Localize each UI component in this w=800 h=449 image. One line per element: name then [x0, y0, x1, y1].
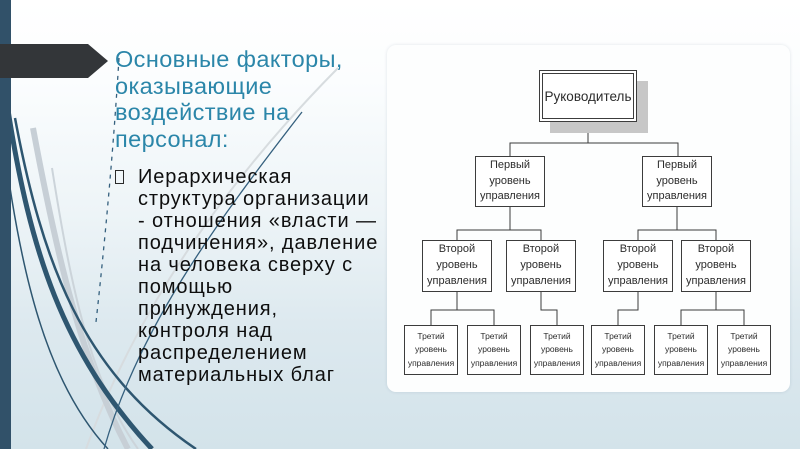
org-level1-box: Первый уровень управления: [642, 156, 712, 207]
org-chart-panel: Руководитель Первый уровень управления П…: [387, 45, 790, 392]
org-level2-box: Второй уровень управления: [506, 240, 576, 292]
org-level2-box: Второй уровень управления: [681, 240, 751, 292]
org-level3-box: Третий уровень управления: [717, 325, 771, 375]
org-level3-box: Третий уровень управления: [530, 325, 584, 375]
org-root-label: Руководитель: [542, 73, 634, 119]
org-level3-box: Третий уровень управления: [591, 325, 645, 375]
left-accent-stripe: [0, 0, 11, 449]
org-level2-box: Второй уровень управления: [422, 240, 492, 292]
bullet-square-icon: [115, 170, 124, 184]
org-level3-box: Третий уровень управления: [654, 325, 708, 375]
header-arrow-shape: [0, 44, 108, 78]
org-root-box: Руководитель: [539, 70, 637, 122]
org-level2-box: Второй уровень управления: [603, 240, 673, 292]
bullet-item: Иерархическая структура организации - от…: [113, 166, 405, 386]
org-chart-connectors: [430, 122, 745, 325]
org-level1-box: Первый уровень управления: [475, 156, 545, 207]
bullet-text: Иерархическая структура организации - от…: [138, 166, 379, 386]
slide-title: Основные факторы, оказывающие воздействи…: [115, 46, 343, 152]
org-level3-box: Третий уровень управления: [404, 325, 458, 375]
org-level3-box: Третий уровень управления: [467, 325, 521, 375]
